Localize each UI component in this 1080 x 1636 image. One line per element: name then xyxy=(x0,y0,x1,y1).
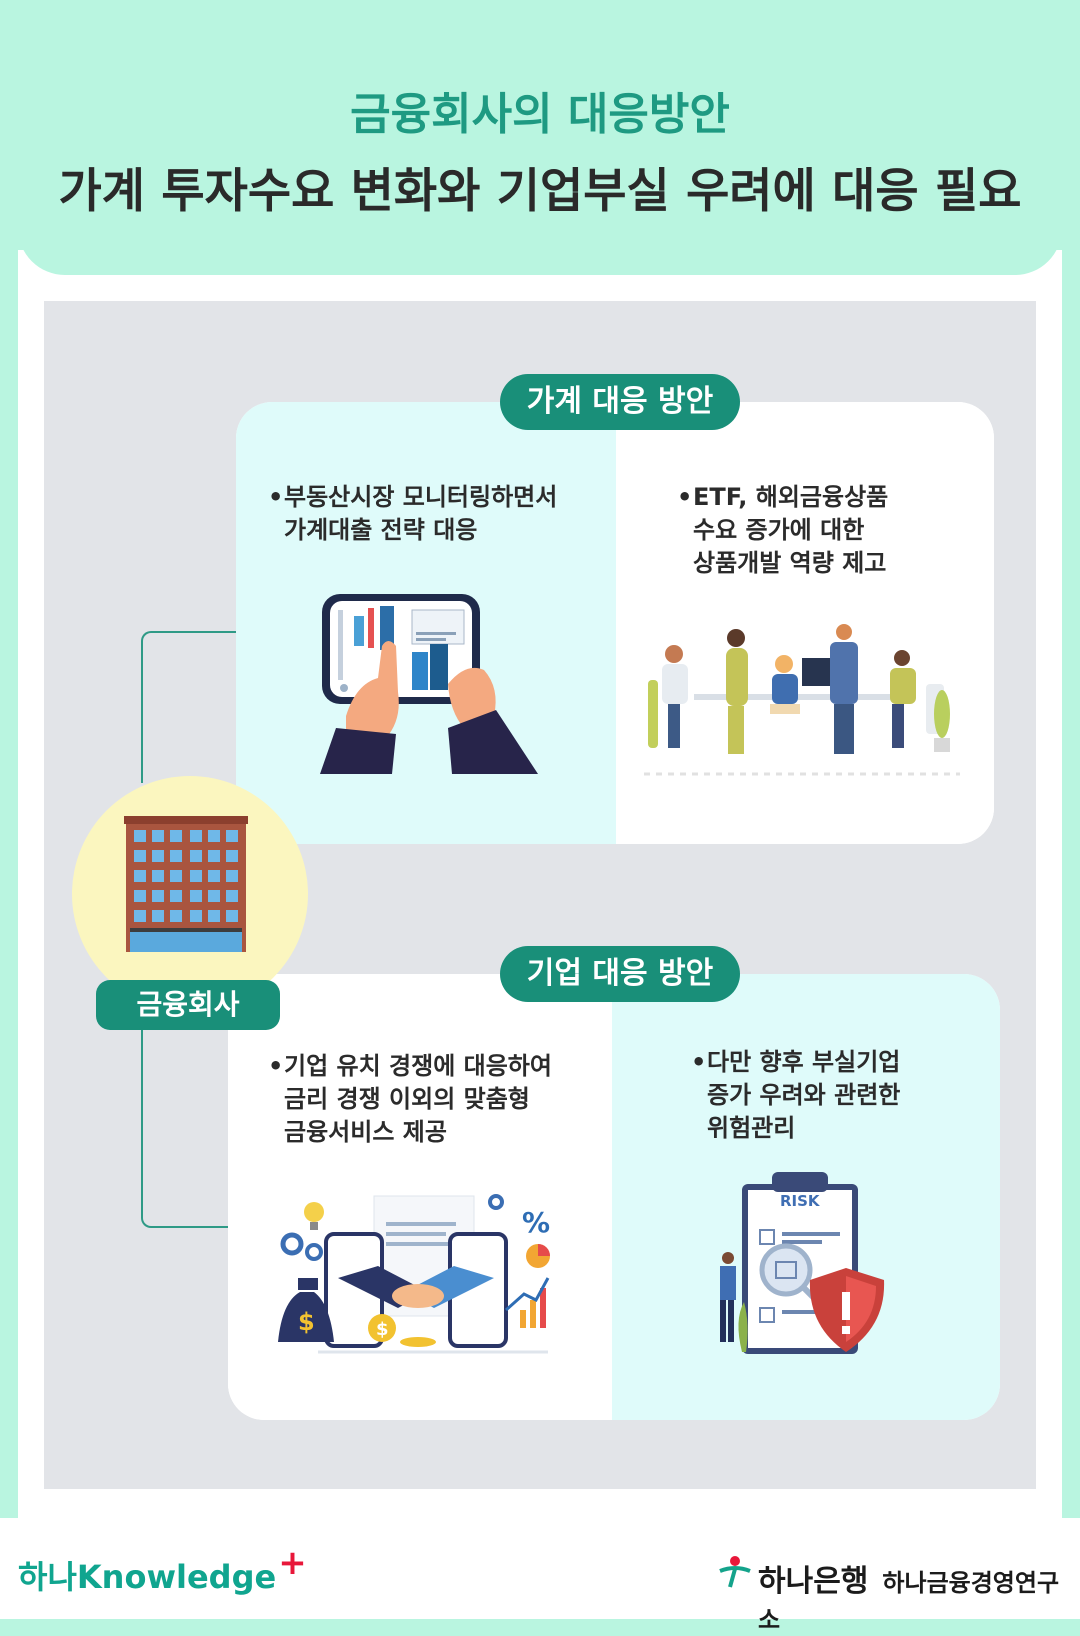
text-line: 수요 증가에 대한 xyxy=(693,516,865,544)
text-line: 증가 우려와 관련한 xyxy=(707,1081,901,1109)
bank-name: 하나은행 xyxy=(758,1564,869,1599)
connector-top xyxy=(141,631,237,783)
text-line: ETF, 해외금융상품 xyxy=(693,483,889,511)
text-line: 위험관리 xyxy=(707,1114,796,1142)
center-label: 금융회사 xyxy=(96,980,280,1030)
building-icon xyxy=(124,816,248,952)
text-line: 다만 향후 부실기업 xyxy=(707,1048,901,1076)
team-meeting-icon xyxy=(644,624,960,776)
corporate-right-text: • 다만 향후 부실기업 증가 우려와 관련한 위험관리 xyxy=(691,1046,901,1145)
text-line: 상품개발 역량 제고 xyxy=(693,549,887,577)
footer xyxy=(0,1518,1080,1619)
tablet-hands-icon xyxy=(320,594,538,774)
household-pill: 가계 대응 방안 xyxy=(500,374,740,430)
connector-bottom xyxy=(141,1030,231,1228)
household-left-text: • 부동산시장 모니터링하면서 가계대출 전략 대응 xyxy=(268,481,558,547)
page-subtitle: 가계 투자수요 변화와 기업부실 우려에 대응 필요 xyxy=(58,164,1022,219)
corporate-left-text: • 기업 유치 경쟁에 대응하여 금리 경쟁 이외의 맞춤형 금융서비스 제공 xyxy=(268,1050,552,1149)
hana-knowledge-logo: 하나Knowledge+ xyxy=(18,1543,307,1598)
logo-text: 하나Knowledge xyxy=(18,1558,277,1596)
text-line: 부동산시장 모니터링하면서 xyxy=(284,483,558,511)
percent-label: % xyxy=(522,1206,550,1239)
page-title: 금융회사의 대응방안 xyxy=(350,89,730,140)
text-line: 금융서비스 제공 xyxy=(284,1118,447,1146)
household-right-panel xyxy=(616,402,994,844)
text-line: 기업 유치 경쟁에 대응하여 xyxy=(284,1052,552,1080)
risk-label: RISK xyxy=(780,1192,821,1210)
corporate-pill: 기업 대응 방안 xyxy=(500,946,740,1002)
household-right-text: • ETF, 해외금융상품 수요 증가에 대한 상품개발 역량 제고 xyxy=(677,481,889,580)
header-bottom-curve xyxy=(18,228,1062,275)
logo-plus: + xyxy=(278,1543,307,1583)
text-line: 가계대출 전략 대응 xyxy=(284,516,478,544)
text-line: 금리 경쟁 이외의 맞춤형 xyxy=(284,1085,530,1113)
coin-dollar-label: $ xyxy=(376,1319,389,1340)
handshake-icon: $ $ % xyxy=(278,1194,550,1354)
bag-dollar-label: $ xyxy=(298,1308,315,1336)
hana-logo-icon xyxy=(719,1556,751,1588)
risk-clipboard-icon: RISK xyxy=(720,1172,885,1354)
